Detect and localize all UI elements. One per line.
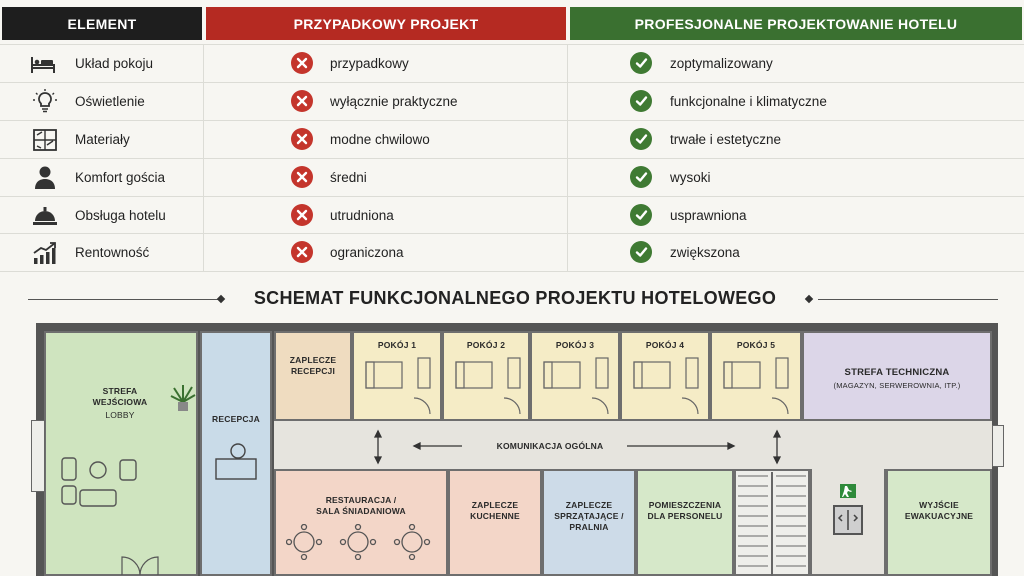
person-icon [35, 166, 55, 189]
title-rule-right [818, 299, 998, 300]
check-icon [630, 241, 652, 263]
element-label: Oświetlenie [75, 94, 145, 109]
lobby-label: STREFA WEJŚCIOWA [92, 386, 148, 407]
room-4 [620, 331, 710, 421]
door-swing-icon [121, 556, 159, 575]
dining-tables-icon [286, 524, 431, 560]
plan-title: SCHEMAT FUNKCJONALNEGO PROJEKTU HOTELOWE… [253, 288, 777, 308]
room-emergency-exit [886, 469, 992, 576]
check-icon [630, 204, 652, 226]
check-icon [630, 52, 652, 74]
room-4-label: POKÓJ 4 [645, 340, 685, 350]
header-random-project: PRZYPADKOWY PROJEKT [206, 7, 566, 40]
cross-icon [291, 166, 313, 188]
room-lobby [44, 331, 198, 576]
table-row: Oświetlenie wyłącznie praktyczne funkcjo… [0, 82, 1024, 120]
room-technical [802, 331, 992, 421]
technical-sublabel: (MAGAZYN, SERWEROWNIA, ITP.) [833, 381, 961, 390]
table-row: Rentowność ograniczona zwiększona [0, 233, 1024, 271]
table-row: Obsługa hotelu utrudniona usprawniona [0, 196, 1024, 234]
table-bottom-border [0, 271, 1024, 272]
room-reception-back [274, 331, 352, 421]
cleaning-label: ZAPLECZE SPRZĄTAJĄCE / PRALNIA [554, 500, 624, 532]
room-cleaning [542, 469, 636, 576]
table-row: Układ pokoju przypadkowy zoptymalizowany [0, 44, 1024, 82]
bad-value: średni [330, 170, 367, 185]
element-label: Materiały [75, 132, 130, 147]
good-value: zoptymalizowany [670, 56, 773, 71]
service-bell-icon [33, 207, 57, 225]
table-row: Materiały modne chwilowo trwałe i estety… [0, 120, 1024, 158]
element-label: Układ pokoju [75, 56, 154, 71]
room-2 [442, 331, 530, 421]
bad-value: modne chwilowo [330, 132, 430, 147]
room-2-label: POKÓJ 2 [466, 340, 506, 350]
corridor [274, 421, 886, 469]
lightbulb-icon [33, 89, 57, 113]
exit-door [992, 425, 1004, 467]
room-beds-icon [365, 357, 789, 415]
lobby-sublabel: LOBBY [105, 410, 135, 420]
room-3 [530, 331, 620, 421]
staff-label: POMIESZCZENIA DLA PERSONELU [647, 500, 723, 521]
header-element: ELEMENT [2, 7, 202, 40]
bad-value: utrudniona [330, 208, 394, 223]
bad-value: ograniczona [330, 245, 404, 260]
check-icon [630, 166, 652, 188]
entrance-door [31, 420, 45, 492]
reception-back-label: ZAPLECZE RECEPCJI [289, 355, 337, 376]
circulation-arrows-icon [373, 429, 782, 465]
room-kitchen [448, 469, 542, 576]
cross-icon [291, 204, 313, 226]
good-value: wysoki [670, 170, 711, 185]
cross-icon [291, 241, 313, 263]
exit-corridor [886, 421, 992, 469]
room-1-label: POKÓJ 1 [377, 340, 417, 350]
good-value: zwiększona [670, 245, 740, 260]
stairs-icon [738, 472, 806, 576]
element-label: Obsługa hotelu [75, 208, 166, 223]
room-5-label: POKÓJ 5 [736, 340, 776, 350]
technical-label: STREFA TECHNICZNA [844, 367, 950, 378]
title-rule-left [28, 299, 218, 300]
room-reception [200, 331, 272, 576]
header-professional-design: PROFESJONALNE PROJEKTOWANIE HOTELU [570, 7, 1022, 40]
growth-chart-icon [33, 242, 56, 264]
exit-label: WYJŚCIE EWAKUACYJNE [904, 500, 974, 521]
plant-icon [170, 385, 196, 411]
good-value: funkcjonalne i klimatyczne [670, 94, 827, 109]
check-icon [630, 90, 652, 112]
room-restaurant [274, 469, 448, 576]
emergency-exit-sign-icon [840, 484, 856, 498]
materials-icon [33, 129, 57, 151]
kitchen-label: ZAPLECZE KUCHENNE [470, 500, 520, 521]
cross-icon [291, 52, 313, 74]
element-label: Komfort gościa [75, 170, 166, 185]
good-value: trwałe i estetyczne [670, 132, 782, 147]
reception-label: RECEPCJA [212, 414, 260, 424]
bed-icon [31, 57, 55, 73]
cross-icon [291, 128, 313, 150]
table-row: Komfort gościa średni wysoki [0, 158, 1024, 196]
element-label: Rentowność [75, 245, 150, 260]
cross-icon [291, 90, 313, 112]
restaurant-label: RESTAURACJA / SALA ŚNIADANIOWA [316, 495, 406, 516]
title-diamond [216, 294, 226, 304]
room-staff [636, 469, 734, 576]
room-3-label: POKÓJ 3 [555, 340, 595, 350]
check-icon [630, 128, 652, 150]
title-diamond [804, 294, 814, 304]
reception-desk-icon [215, 443, 257, 480]
bad-value: wyłącznie praktyczne [330, 94, 458, 109]
elevator-icon [833, 505, 863, 535]
lobby-furniture-icon [61, 457, 137, 507]
room-5 [710, 331, 802, 421]
room-1 [352, 331, 442, 421]
bad-value: przypadkowy [330, 56, 409, 71]
corridor-label: KOMUNIKACJA OGÓLNA [496, 441, 604, 451]
good-value: usprawniona [670, 208, 747, 223]
